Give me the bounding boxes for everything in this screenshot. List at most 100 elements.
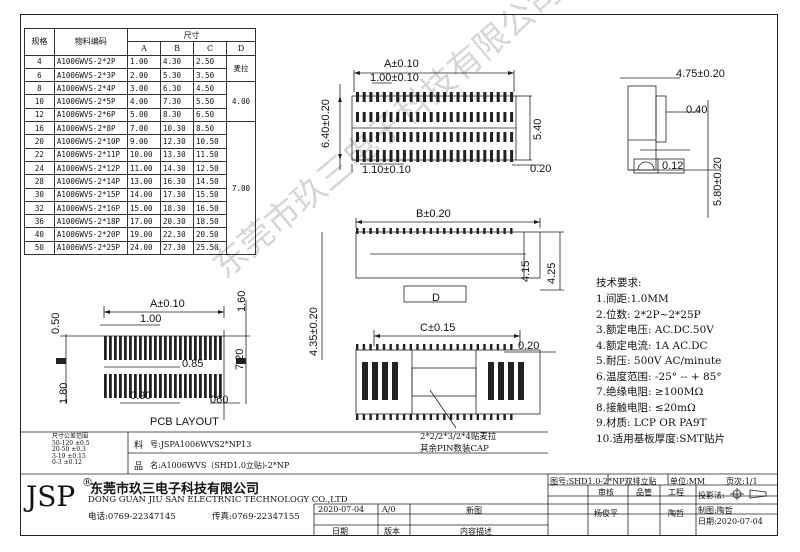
d-cell: 4.00 xyxy=(226,81,256,123)
top-view-pin xyxy=(456,150,460,162)
pcb-hold-pad xyxy=(56,358,66,364)
dim-h-415: 4.15 xyxy=(520,260,532,282)
top-view-pin xyxy=(456,132,460,142)
bottom-view-pin xyxy=(496,344,500,350)
bottom-view-pin xyxy=(423,344,426,350)
pcb-pad xyxy=(154,374,157,398)
pcb-dim-720: 7.20 xyxy=(234,348,246,370)
top-view-pin xyxy=(476,132,480,142)
bottom-view-pin xyxy=(490,414,493,420)
pcb-pad xyxy=(189,374,192,398)
top-view-pin xyxy=(443,92,447,102)
front-view-pin xyxy=(510,228,513,234)
bottom-view-pin xyxy=(369,344,372,350)
pcb-pad xyxy=(144,374,147,398)
front-view-pin xyxy=(436,228,439,234)
bottom-view-contact xyxy=(498,362,504,400)
pin-rows xyxy=(56,92,524,420)
tolerance-row: 50-120 ±0.5 xyxy=(52,439,90,447)
bottom-view-pin xyxy=(449,344,453,350)
top-view-pin xyxy=(436,132,440,142)
pcb-pad xyxy=(129,374,132,398)
front-view-pin xyxy=(496,228,500,234)
pcb-pad xyxy=(159,336,162,360)
d-cell: 7.00 xyxy=(226,121,256,256)
spec-cell: 50 xyxy=(24,240,55,256)
pcb-pad xyxy=(194,374,197,398)
pcb-layout-label: PCB LAYOUT xyxy=(150,416,219,428)
c-cell: 10.50 xyxy=(193,134,228,149)
top-view-pin xyxy=(356,132,359,142)
top-view-pin xyxy=(490,92,493,102)
tech-item: 2.位数: 2*2P~2*25P xyxy=(596,308,701,321)
dim-c: C±0.15 xyxy=(420,322,456,334)
front-view-pin xyxy=(402,228,406,234)
bottom-view-pin xyxy=(423,414,426,420)
top-view-pin xyxy=(389,132,393,142)
top-view-pin xyxy=(469,150,473,162)
bottom-view-pin xyxy=(409,414,412,420)
drawing-number: 图号:SHD1.0-2*NP双排立贴 xyxy=(550,477,657,486)
top-view-pin xyxy=(476,150,480,162)
front-view-pin xyxy=(469,228,473,234)
top-view-pin xyxy=(396,132,400,142)
top-view-pin xyxy=(369,112,373,122)
tech-item: 3.额定电压: AC.DC.50V xyxy=(596,324,714,336)
pcb-dim-100: 1.00 xyxy=(140,313,162,325)
tolerance-row: 20-50 ±0.3 xyxy=(52,446,86,453)
pcb-pad xyxy=(119,336,122,360)
bottom-view-pin xyxy=(376,414,379,420)
company-name-en: DONG GUAN JIU SAN ELECTRNIC TECHNOLOGY C… xyxy=(88,495,348,505)
top-view-pin xyxy=(436,150,440,162)
top-view-pin xyxy=(503,92,507,102)
callout-line-2: 其余PIN数装CAP xyxy=(420,444,489,454)
bottom-view-pin xyxy=(356,344,359,350)
size-header: 尺寸 xyxy=(127,27,256,43)
front-view-pin xyxy=(423,228,426,234)
top-view-pin xyxy=(449,132,453,142)
bottom-view-pin xyxy=(389,414,392,420)
pcb-pad xyxy=(149,374,152,398)
top-view-pin xyxy=(362,132,366,142)
pcb-pad xyxy=(124,336,127,360)
dim-a-top: A±0.10 xyxy=(384,58,419,70)
date-label: 日期 xyxy=(332,527,348,536)
bottom-view-pin xyxy=(456,414,459,420)
bottom-view-pin xyxy=(463,414,466,420)
pcb-pad xyxy=(134,374,137,398)
tolerance-row: 3-19 ±0.15 xyxy=(52,452,86,460)
reviewer-name: 杨俊平 xyxy=(594,509,618,518)
top-view-pin xyxy=(416,92,420,102)
bottom-view-pin xyxy=(402,344,406,350)
bottom-view-pin xyxy=(456,344,459,350)
front-view-pin xyxy=(409,228,412,234)
company-tel: 电话:0769-22347145 xyxy=(88,512,176,522)
pcb-pad xyxy=(184,374,187,398)
bottom-view-pin xyxy=(476,414,479,420)
company-name-cn: 东莞市玖三电子科技有限公司 xyxy=(90,482,260,497)
top-view-pin xyxy=(356,92,359,102)
tech-title: 技术要求: xyxy=(596,277,642,289)
pcb-pad xyxy=(119,374,122,398)
top-view-pin xyxy=(396,112,400,122)
bottom-view-pin xyxy=(389,344,392,350)
pcb-pad xyxy=(219,374,222,398)
front-view-pin xyxy=(476,228,479,234)
bottom-view-pin xyxy=(436,414,439,420)
top-view-pin xyxy=(496,92,500,102)
bottom-view-pin xyxy=(496,414,500,420)
top-view-pin xyxy=(376,132,380,142)
top-view-pin xyxy=(389,92,393,102)
pcb-dim-050: 0.50 xyxy=(50,312,62,334)
part-no-cell: A1006WVS-2*10P xyxy=(53,134,129,149)
pcb-pad xyxy=(114,374,117,398)
front-view-pin xyxy=(362,228,366,234)
top-view-pin xyxy=(483,150,487,162)
top-view-pin xyxy=(423,132,426,142)
top-view-pin xyxy=(503,150,507,162)
top-view-pin xyxy=(436,92,440,102)
front-view-pin xyxy=(449,228,453,234)
